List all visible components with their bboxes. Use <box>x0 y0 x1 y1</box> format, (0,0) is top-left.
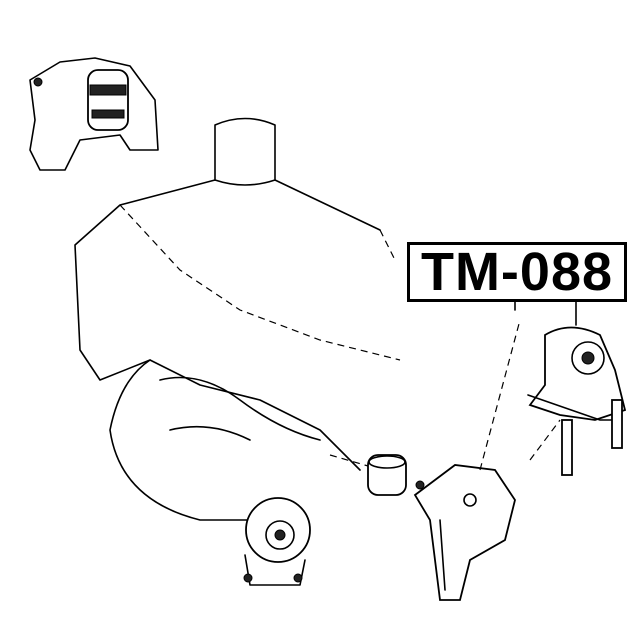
right-engine-mount <box>479 319 627 476</box>
upper-left-mount <box>29 57 159 171</box>
lower-left-mount <box>243 497 311 586</box>
engine-block <box>74 117 401 521</box>
part-number-label: TM-088 <box>407 242 627 302</box>
part-number-text: TM-088 <box>420 242 614 302</box>
lower-right-bracket <box>413 464 516 601</box>
center-bushing <box>367 454 407 496</box>
